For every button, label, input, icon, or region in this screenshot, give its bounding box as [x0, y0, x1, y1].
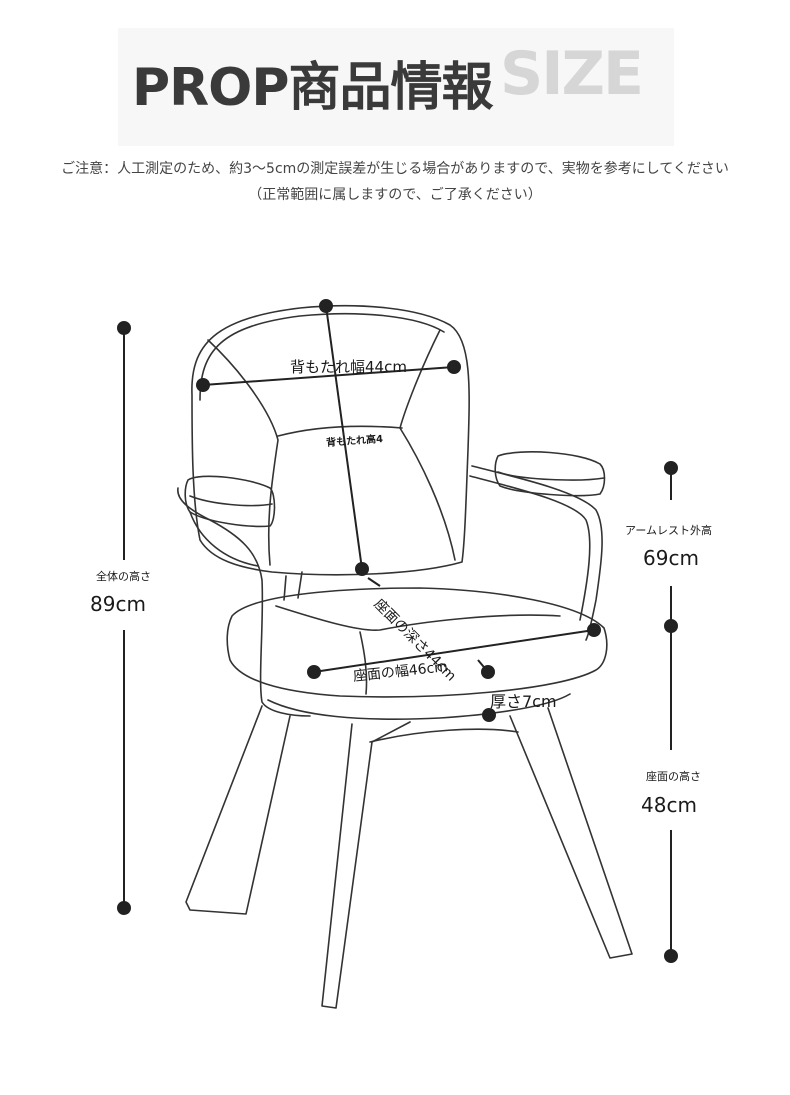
seat-height-label: 座面の高さ: [646, 770, 701, 783]
left-armrest-pad: [184, 475, 276, 528]
back-width-label: 背もたれ幅44cm: [290, 358, 407, 376]
left-front-leg: [185, 705, 291, 915]
backrest-outline: [191, 304, 470, 576]
measurement-notice-note: （正常範囲に属しますので、ご了承ください）: [248, 187, 542, 203]
center-leg: [321, 721, 411, 1009]
backrest-seam-right: [399, 329, 456, 561]
total-height-label: 全体の高さ: [96, 570, 151, 583]
header-band: [118, 28, 674, 146]
size-accent-title: SIZE: [500, 39, 644, 109]
page-title: PROP商品情報: [132, 58, 493, 118]
measurement-notice: ご注意：人工測定のため、約3〜5cmの測定誤差が生じる場合がありますので、実物を…: [61, 161, 729, 177]
leg-cross: [369, 728, 519, 743]
thickness-label: 厚さ7cm: [490, 692, 557, 711]
seat-base: [267, 693, 571, 720]
right-front-leg: [509, 707, 633, 959]
seat-seam: [275, 605, 561, 632]
seat-height-value: 48cm: [641, 793, 697, 817]
right-armrest-pad: [494, 451, 606, 497]
armrest-height-label: アームレスト外高: [625, 524, 713, 537]
right-arm-frame: [471, 465, 603, 641]
armrest-height-value: 69cm: [643, 546, 699, 570]
backrest-inner: [199, 312, 445, 401]
total-height-value: 89cm: [90, 592, 146, 616]
seat-cushion: [226, 587, 608, 698]
left-arm-frame: [177, 487, 311, 717]
backrest-seam-left: [207, 339, 279, 566]
